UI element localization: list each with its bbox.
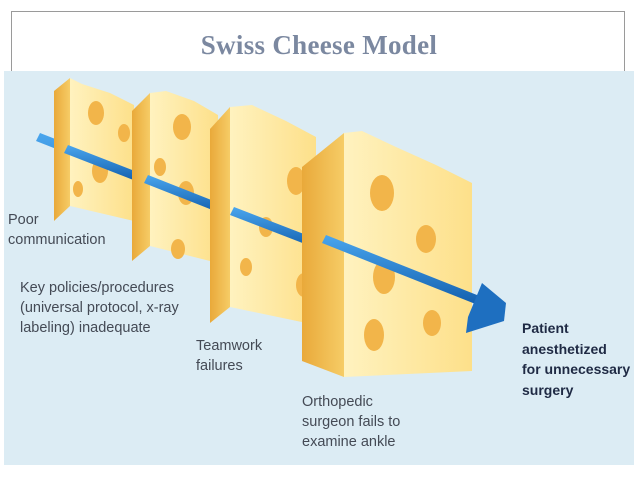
cheese-slice-4 — [302, 131, 472, 377]
cheese-slice-1 — [54, 78, 134, 221]
cheese-slice-2 — [132, 91, 218, 263]
arrow-head — [466, 283, 506, 333]
slide-title: Swiss Cheese Model — [200, 30, 438, 60]
label-teamwork-failures: Teamwork failures — [196, 338, 263, 374]
swiss-cheese-diagram: Poor communication Key policies/procedur… — [4, 71, 634, 465]
arrow-shaft-front — [322, 235, 482, 305]
bottom-margin — [0, 465, 638, 479]
title-frame — [11, 11, 625, 71]
label-key-policies: Key policies/procedures (universal proto… — [20, 280, 179, 336]
arrow-shaft-seg3 — [230, 207, 322, 249]
arrow-shaft-seg1 — [64, 145, 140, 181]
label-orthopedic-surgeon: Orthopedic surgeon fails to examine ankl… — [302, 394, 401, 450]
arrow-shaft-seg2 — [144, 175, 224, 213]
outcome-label: Patient anesthetized for unnecessary sur… — [522, 320, 631, 398]
diagram-canvas — [36, 78, 506, 377]
label-poor-communication: Poor communication — [8, 212, 106, 248]
cheese-slice-3 — [210, 105, 316, 325]
